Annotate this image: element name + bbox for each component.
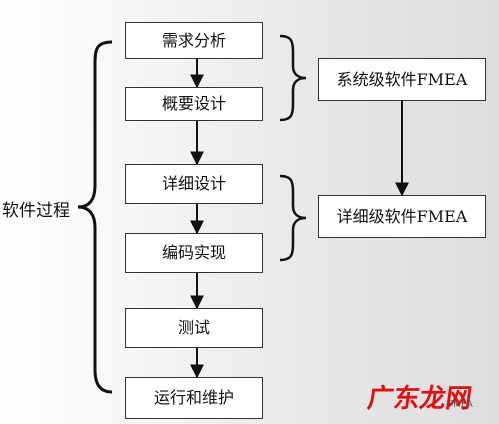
step-requirements-analysis: 需求分析 (125, 22, 263, 59)
process-brace (77, 40, 113, 394)
step-coding: 编码实现 (125, 233, 263, 273)
fmea-detailed-box: 详细级软件FMEA (318, 195, 486, 238)
watermark-small: FMEA (448, 400, 473, 410)
brace-detailed (279, 174, 307, 262)
step-testing: 测试 (125, 308, 263, 348)
fmea-system-box: 系统级软件FMEA (318, 58, 486, 101)
step-outline-design: 概要设计 (125, 87, 263, 121)
step-operation-maintenance: 运行和维护 (125, 377, 263, 419)
process-label: 软件过程 (2, 201, 70, 221)
brace-system (279, 34, 307, 122)
step-detailed-design: 详细设计 (125, 164, 263, 204)
